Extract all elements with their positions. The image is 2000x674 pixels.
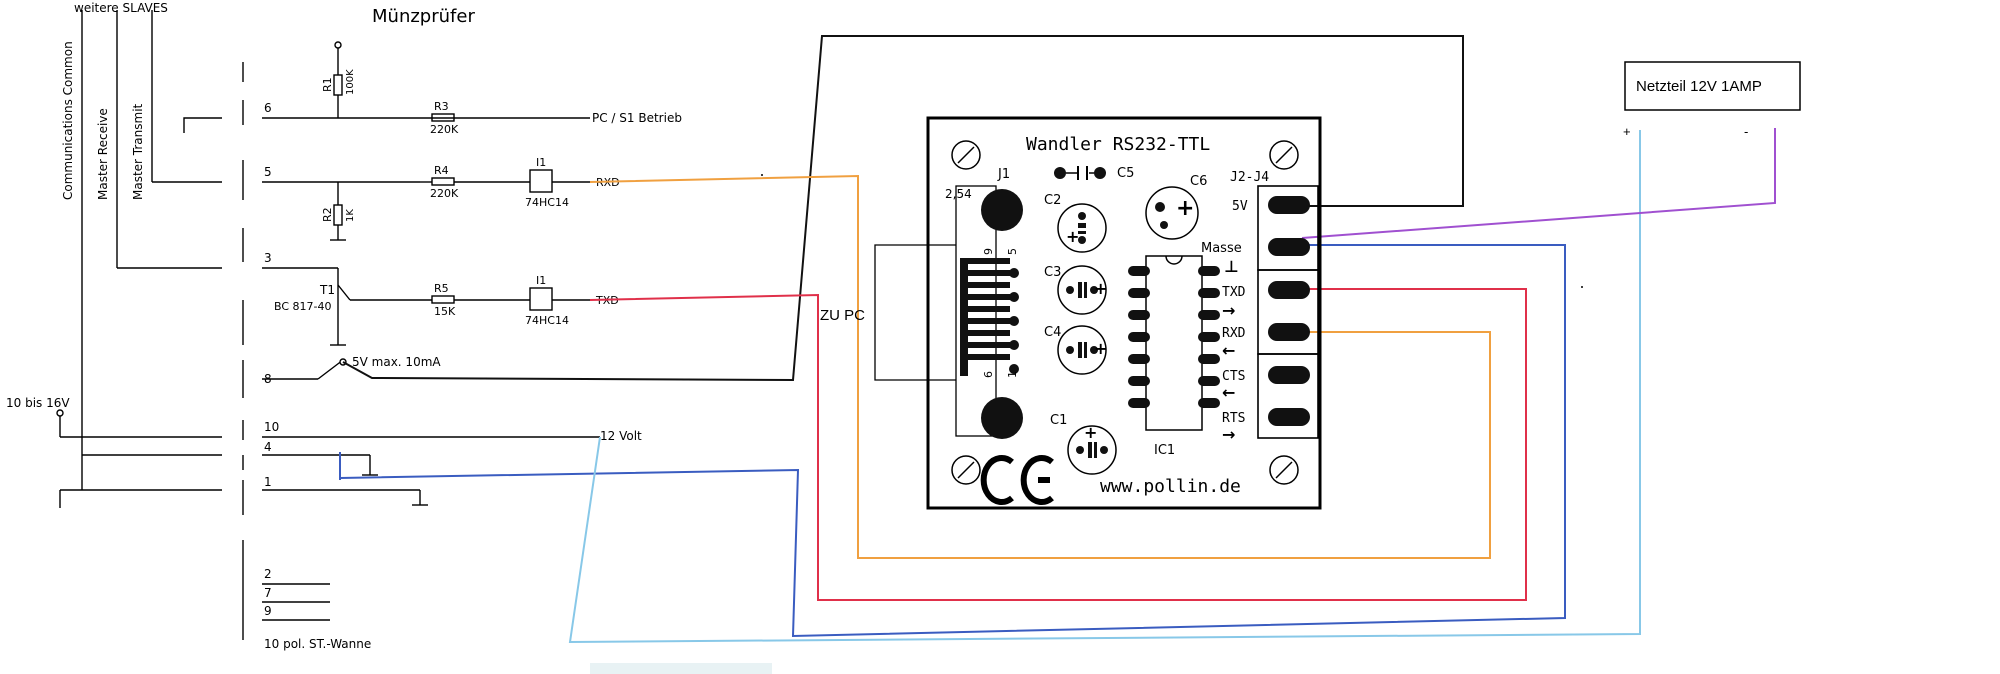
power-supply: Netzteil 12V 1AMP + -	[1623, 61, 1801, 139]
pin-8: 8	[264, 372, 272, 386]
pin-9: 9	[264, 604, 272, 618]
terminal-txd: TXD	[1222, 285, 1246, 300]
j1-label: J1	[997, 167, 1010, 182]
pin-3: 3	[264, 251, 272, 265]
pin-10: 10	[264, 420, 279, 434]
dsub-pin-6: 6	[982, 371, 995, 378]
j2j4-label: J2-J4	[1230, 170, 1269, 185]
ce-text: CE	[0, 0, 2, 1]
ic1-chip: IC1	[1128, 255, 1220, 458]
c5-label: C5	[1117, 166, 1134, 181]
five-v-max-label: 5V max. 10mA	[352, 355, 441, 369]
svg-text:+: +	[1066, 227, 1079, 246]
terminal-masse: Masse	[1201, 241, 1242, 256]
i1-upper-label: I1	[536, 156, 546, 169]
svg-text:⊥: ⊥	[1224, 257, 1239, 276]
i1-upper-type: 74HC14	[525, 196, 569, 209]
wire-minus-purple	[1301, 128, 1776, 239]
r2-value: 1K	[345, 209, 356, 222]
c1-label: C1	[1050, 413, 1067, 428]
wire-12v-lightblue	[568, 130, 1641, 644]
board-title: Wandler RS232-TTL	[1026, 134, 1210, 155]
svg-text:←: ←	[1222, 383, 1235, 402]
terminal-rxd: RXD	[1222, 326, 1246, 341]
r3-label: R3	[434, 100, 449, 113]
r5-label: R5	[434, 282, 449, 295]
comm-common-label: Communications Common	[61, 41, 75, 200]
wire-gnd-blue	[339, 244, 1566, 638]
c4-label: C4	[1044, 325, 1061, 340]
pin-5: 5	[264, 165, 272, 179]
wires	[339, 35, 1776, 644]
pin-1: 1	[264, 475, 272, 489]
svg-text:+: +	[1094, 339, 1107, 358]
svg-text:+: +	[1094, 279, 1107, 298]
dsub-pin-9: 9	[982, 248, 995, 255]
t1-type: BC 817-40	[274, 300, 332, 313]
c2-label: C2	[1044, 193, 1061, 208]
c6-label: C6	[1190, 174, 1207, 189]
r4-value: 220K	[430, 187, 459, 200]
master-transmit-label: Master Transmit	[131, 103, 145, 200]
ic1-label: IC1	[1154, 443, 1175, 458]
terminal-blocks	[1257, 185, 1319, 439]
terminal-cts: CTS	[1222, 369, 1245, 384]
r1-value: 100K	[345, 69, 356, 95]
terminal-5v: 5V	[1232, 199, 1248, 214]
svg-text:+: +	[1084, 423, 1097, 442]
terminal-rts: RTS	[1222, 411, 1245, 426]
wire-5v-black	[342, 35, 1464, 382]
pc-s1-label: PC / S1 Betrieb	[592, 111, 682, 125]
rs232-ttl-board: Wandler RS232-TTL J1 2,54	[0, 0, 1322, 510]
supply-range-label: 10 bis 16V	[6, 396, 70, 410]
pin-2: 2	[264, 567, 272, 581]
connector-label: 10 pol. ST.-Wanne	[264, 637, 371, 651]
svg-text:+: +	[1176, 196, 1194, 221]
board-url: www.pollin.de	[1100, 476, 1241, 497]
schematic-labels: weitere SLAVES Münzprüfer Communications…	[6, 1, 682, 651]
svg-text:→: →	[1222, 425, 1235, 444]
pin-7: 7	[264, 586, 272, 600]
coin-validator-schematic	[56, 10, 600, 640]
svg-text:←: ←	[1222, 341, 1235, 360]
pin-4: 4	[264, 440, 272, 454]
r4-label: R4	[434, 164, 449, 177]
r5-value: 15K	[434, 305, 456, 318]
plus-terminal: +	[1623, 124, 1631, 139]
pin-6: 6	[264, 101, 272, 115]
netzteil-label: Netzteil 12V 1AMP	[1636, 78, 1762, 95]
dsub-pin-1: 1	[1006, 371, 1019, 378]
r1-label: R1	[321, 77, 334, 92]
r2-label: R2	[321, 207, 334, 222]
svg-text:→: →	[1222, 301, 1235, 320]
zu-pc-label: ZU PC	[820, 307, 865, 324]
pitch-label: 2,54	[945, 187, 972, 201]
c3-label: C3	[1044, 265, 1061, 280]
dsub-pin-5: 5	[1006, 248, 1019, 255]
i1-lower-type: 74HC14	[525, 314, 569, 327]
r3-value: 220K	[430, 123, 459, 136]
minus-terminal: -	[1744, 124, 1748, 139]
weitere-slaves-label: weitere SLAVES	[74, 1, 168, 15]
c6-cap: + C6	[1145, 174, 1207, 240]
muenzpruefer-title: Münzprüfer	[372, 6, 475, 27]
c5-cap: C5	[1054, 166, 1134, 181]
ce-logo	[980, 455, 1054, 505]
t1-label: T1	[319, 283, 335, 297]
wire-txd-red	[589, 288, 1527, 601]
master-receive-label: Master Receive	[96, 108, 110, 200]
i1-lower-label: I1	[536, 274, 546, 287]
wire-rxd-orange	[589, 174, 1491, 559]
twelve-volt-label: 12 Volt	[600, 429, 642, 443]
